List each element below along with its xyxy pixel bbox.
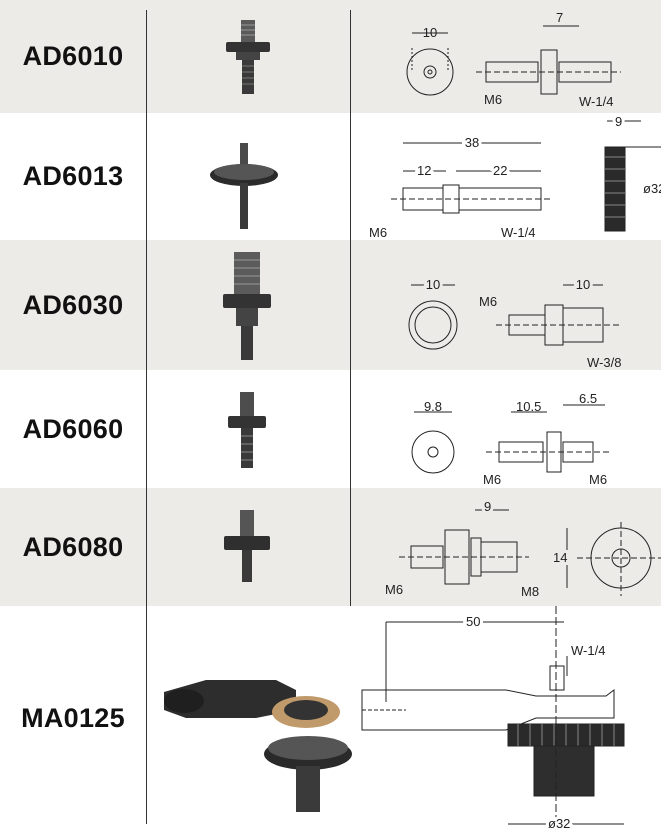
product-photo: [146, 0, 350, 113]
dimension-label: 9: [615, 114, 622, 129]
dimension-label: 12: [417, 163, 431, 178]
dimension-label: 50: [466, 614, 480, 629]
thread-label: M6: [385, 582, 403, 597]
table-row: AD6010 10 7 M6: [0, 0, 661, 113]
thread-label: W-3/8: [587, 355, 621, 370]
thread-label: M6: [483, 472, 501, 487]
product-photo: [146, 113, 350, 240]
technical-drawing: 9 M6 M8 14: [351, 488, 661, 606]
table-row: MA0125 50 W-1/4: [0, 606, 661, 830]
thread-label: W-1/4: [501, 225, 535, 240]
product-photo: [146, 606, 356, 830]
dimension-label: 9: [484, 499, 491, 514]
dimension-label: 14: [553, 550, 567, 565]
thread-label: M6: [589, 472, 607, 487]
product-photo: [146, 240, 350, 370]
product-code: AD6030: [22, 289, 124, 320]
technical-drawing: 50 W-1/4 ø32: [356, 606, 661, 830]
dimension-label: 7: [556, 10, 563, 25]
thread-label: M6: [484, 92, 502, 107]
table-row: AD6013 38 12 22 M6 W-1/4: [0, 111, 661, 240]
dimension-label: 10: [426, 277, 440, 292]
product-code: AD6060: [22, 413, 124, 444]
dimension-label: 10: [576, 277, 590, 292]
dimension-label: 10.5: [516, 399, 541, 414]
dimension-label: 10: [423, 25, 437, 40]
product-code: AD6010: [22, 41, 124, 71]
dimension-label: W-1/4: [571, 643, 605, 658]
dimension-label: 22: [493, 163, 507, 178]
table-row: AD6080 9 M6 M8: [0, 488, 661, 606]
table-row: AD6060 9.8 10.5 6.5 M6: [0, 370, 661, 488]
dimension-label: 6.5: [579, 391, 597, 406]
thread-label: M8: [521, 584, 539, 599]
dimension-label: 38: [465, 135, 479, 150]
thread-label: W-1/4: [579, 94, 613, 109]
table-row: AD6030 10 10 M6 W-3/8: [0, 240, 661, 370]
technical-drawing: 10 7 M6 W-1/4: [351, 0, 661, 113]
product-code: AD6080: [22, 531, 124, 562]
technical-drawing: 38 12 22 M6 W-1/4 9 ø32: [351, 111, 661, 240]
product-photo: [146, 488, 350, 606]
thread-label: M6: [479, 294, 497, 309]
dimension-label: ø32: [643, 181, 661, 196]
dimension-label: 9.8: [424, 399, 442, 414]
product-code: MA0125: [21, 702, 125, 733]
product-code: AD6013: [22, 161, 124, 191]
technical-drawing: 9.8 10.5 6.5 M6 M6: [351, 370, 661, 488]
thread-label: M6: [369, 225, 387, 240]
product-photo: [146, 370, 350, 488]
technical-drawing: 10 10 M6 W-3/8: [351, 240, 661, 370]
dimension-label: ø32: [548, 816, 570, 830]
